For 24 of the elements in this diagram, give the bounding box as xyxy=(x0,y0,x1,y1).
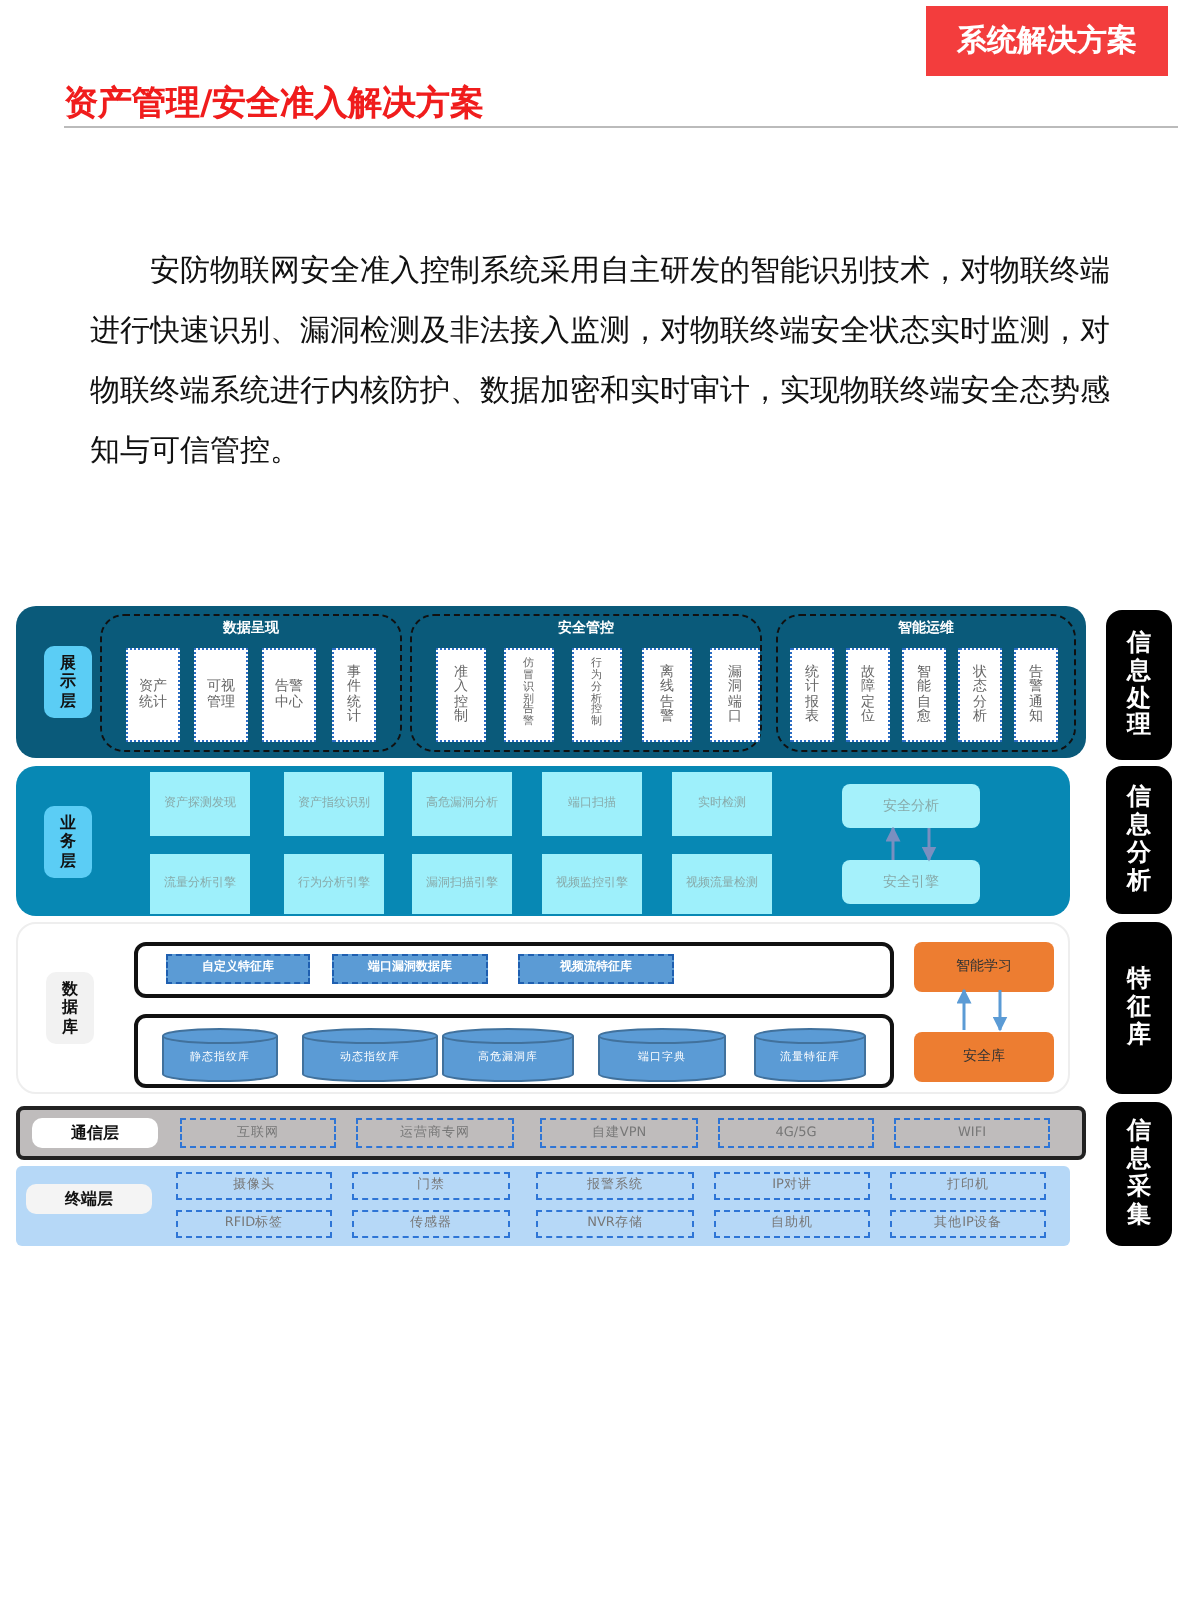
side-tab: 信息处理 xyxy=(1106,610,1172,760)
layer-panel xyxy=(16,1166,1070,1246)
group-frame xyxy=(410,614,762,752)
arrow xyxy=(992,990,1008,1032)
arrow xyxy=(956,988,972,1030)
side-tab: 信息采集 xyxy=(1106,1102,1172,1246)
side-tab: 特征库 xyxy=(1106,922,1172,1094)
layer-panel xyxy=(16,922,1070,1094)
layer-label: 展示层 xyxy=(44,646,92,718)
layer-panel xyxy=(16,766,1070,916)
layer-panel xyxy=(16,606,1086,758)
intro-paragraph: 安防物联网安全准入控制系统采用自主研发的智能识别技术，对物联终端进行快速识别、漏洞检测及非法接入监测，对物联终端安全状态实时监测，对物联终端系统进行内核防护、数据加密和实时审计，实现物联终端安全态势感知与可信管控。 xyxy=(90,250,1110,472)
header-tab: 系统解决方案 xyxy=(926,6,1168,76)
group-frame xyxy=(776,614,1076,752)
layer-label: 数据库 xyxy=(46,972,94,1044)
arrow xyxy=(921,828,937,862)
layer-label: 业务层 xyxy=(44,806,92,878)
layer-label: 终端层 xyxy=(26,1184,152,1214)
layer-panel xyxy=(16,1106,1086,1160)
group-frame xyxy=(100,614,402,752)
arrow xyxy=(885,826,901,860)
layer-label: 通信层 xyxy=(32,1118,158,1148)
side-tab: 信息分析 xyxy=(1106,766,1172,914)
page-title: 资产管理/安全准入解决方案 xyxy=(64,82,485,126)
